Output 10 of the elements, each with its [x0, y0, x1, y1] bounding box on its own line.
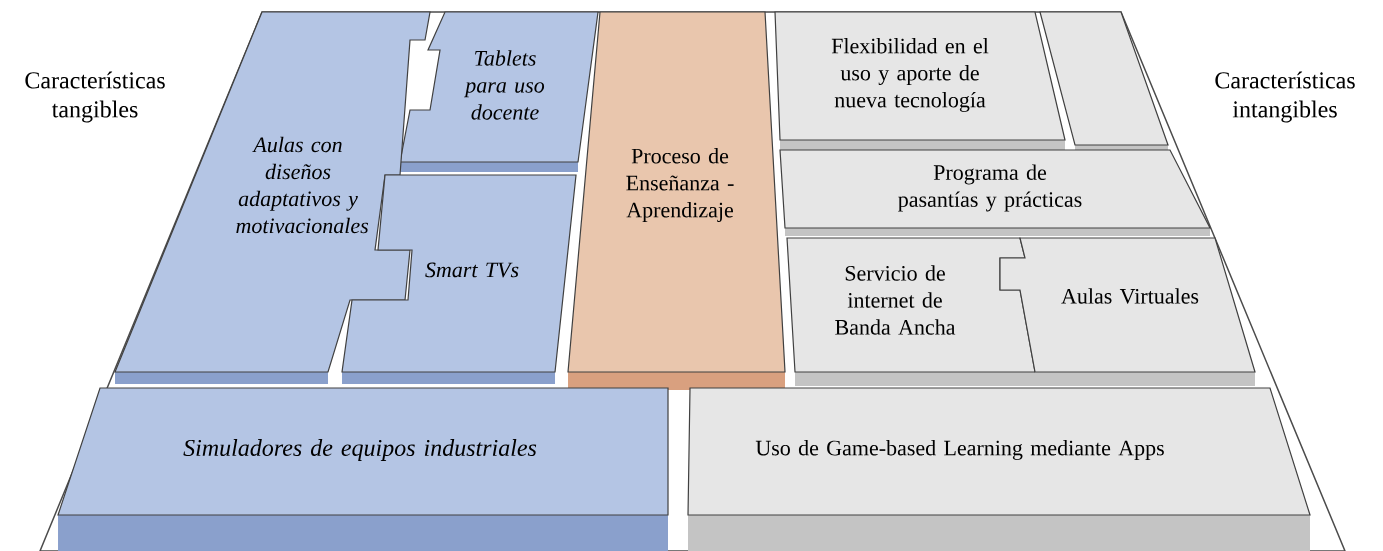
side-label: Características intangibles — [1215, 71, 1355, 123]
puzzle-piece: Proceso de Enseñanza - Aprendizaje — [567, 11, 786, 390]
puzzle-piece: Uso de Game-based Learning mediante Apps — [687, 387, 1311, 551]
puzzle-piece: Simuladores de equipos industriales — [57, 387, 669, 551]
puzzle-piece: Aulas Virtuales — [999, 237, 1256, 386]
puzzle-piece: Servicio de internet de Banda Ancha — [786, 237, 1036, 386]
puzzle-piece: Tablets para uso docente — [399, 11, 599, 172]
puzzle-piece: Flexibilidad en el uso y aporte de nueva tecnología — [774, 11, 1066, 150]
puzzle-piece — [1039, 11, 1169, 151]
puzzle-piece: Programa de pasantías y prácticas — [779, 149, 1211, 236]
